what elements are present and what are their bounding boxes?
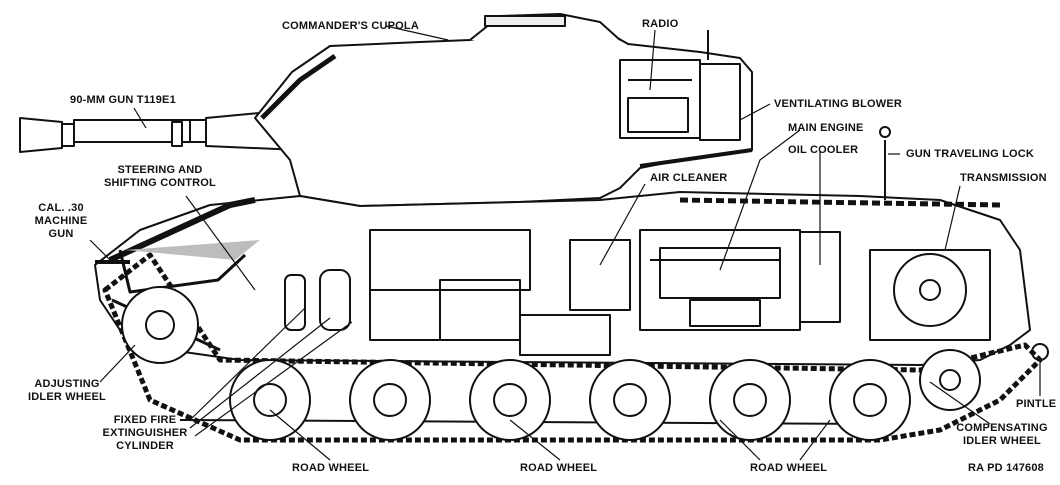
label-adjusting-line-2: IDLER WHEEL: [28, 391, 106, 403]
label-commanders-cupola: COMMANDER'S CUPOLA: [282, 20, 419, 32]
label-adjusting-idler-wheel: ADJUSTING IDLER WHEEL: [22, 378, 112, 404]
label-oil-cooler: OIL COOLER: [788, 144, 859, 156]
idler-wheels: [121, 286, 981, 411]
label-transmission: TRANSMISSION: [960, 172, 1047, 184]
label-extinguisher-line-1: FIXED FIRE: [113, 414, 177, 426]
label-air-cleaner: AIR CLEANER: [650, 172, 728, 184]
label-extinguisher-line-3: CYLINDER: [116, 440, 174, 452]
label-mg-line-3: GUN: [48, 228, 74, 240]
label-pintle: PINTLE: [1016, 398, 1057, 410]
label-mg-line-2: MACHINE: [34, 215, 88, 227]
label-compensating-idler-wheel: COMPENSATING IDLER WHEEL: [950, 422, 1054, 448]
reference-number: RA PD 147608: [968, 462, 1044, 474]
radio-unit: [619, 30, 741, 141]
label-road-wheel-2: ROAD WHEEL: [520, 462, 598, 474]
label-machine-gun: CAL. .30 MACHINE GUN: [26, 202, 96, 241]
internal-equipment: [284, 229, 631, 356]
label-main-engine: MAIN ENGINE: [788, 122, 864, 134]
label-radio: RADIO: [642, 18, 679, 30]
label-extinguisher-line-2: EXTINGUISHER: [102, 427, 188, 439]
label-road-wheel-3: ROAD WHEEL: [750, 462, 828, 474]
label-ventilating-blower: VENTILATING BLOWER: [774, 98, 903, 110]
label-adjusting-line-1: ADJUSTING: [34, 378, 100, 390]
label-road-wheel-1: ROAD WHEEL: [292, 462, 370, 474]
road-wheels: [229, 359, 911, 441]
leader-lines: [89, 25, 1041, 461]
label-compensating-line-1: COMPENSATING: [956, 422, 1048, 434]
label-compensating-line-2: IDLER WHEEL: [963, 435, 1041, 447]
label-steering-line-2: SHIFTING CONTROL: [104, 177, 216, 189]
engine: [639, 229, 841, 331]
label-gun: 90-MM GUN T119E1: [70, 94, 176, 106]
label-fire-extinguisher-cylinder: FIXED FIRE EXTINGUISHER CYLINDER: [100, 414, 190, 453]
transmission-unit: [869, 249, 991, 341]
label-steering-shifting-control: STEERING AND SHIFTING CONTROL: [100, 164, 220, 190]
gun-lock: [879, 126, 891, 200]
label-gun-traveling-lock: GUN TRAVELING LOCK: [906, 148, 1035, 160]
label-mg-line-1: CAL. .30: [38, 202, 84, 214]
label-steering-line-1: STEERING AND: [117, 164, 203, 176]
